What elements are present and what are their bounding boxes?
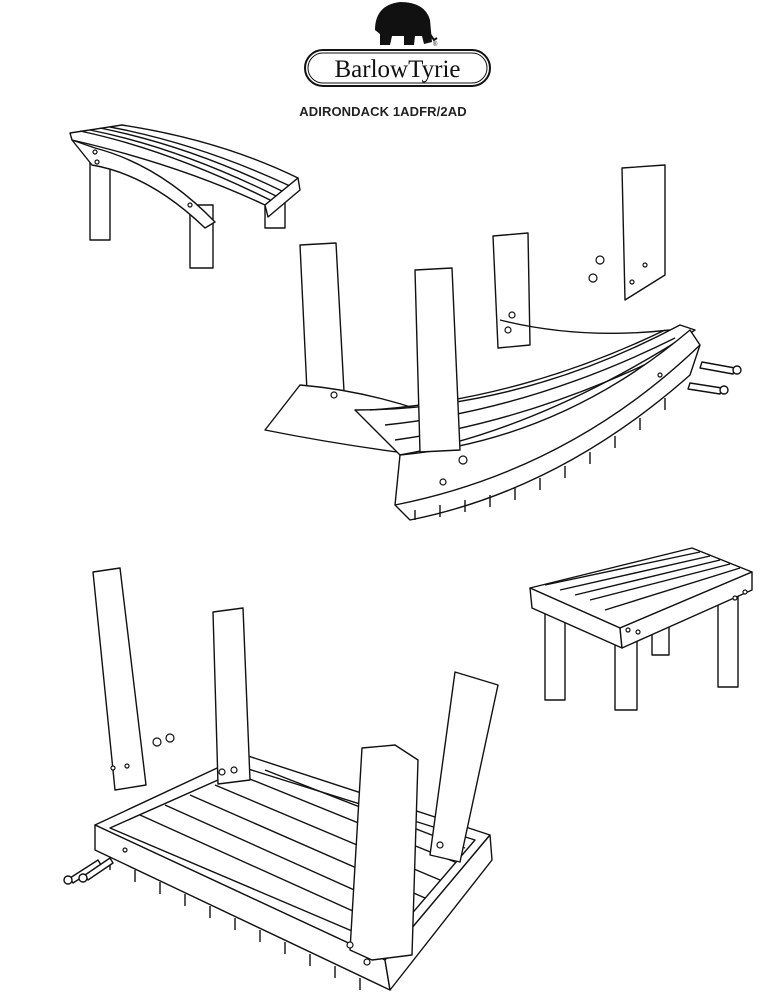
document-title: ADIRONDACK 1ADFR/2AD xyxy=(299,104,467,119)
elephant-icon: ® xyxy=(375,2,438,48)
screws-icon xyxy=(63,857,114,885)
side-table-assembled xyxy=(529,547,753,711)
brand-wordmark: BarlowTyrie xyxy=(335,56,461,83)
screws-icon xyxy=(687,361,742,395)
barlow-tyrie-logo: ® BarlowTyrie xyxy=(300,0,495,92)
registered-mark: ® xyxy=(433,41,438,48)
curved-footstool-exploded xyxy=(264,164,742,521)
curved-footstool-assembled xyxy=(69,124,301,269)
side-table-exploded xyxy=(63,567,499,991)
